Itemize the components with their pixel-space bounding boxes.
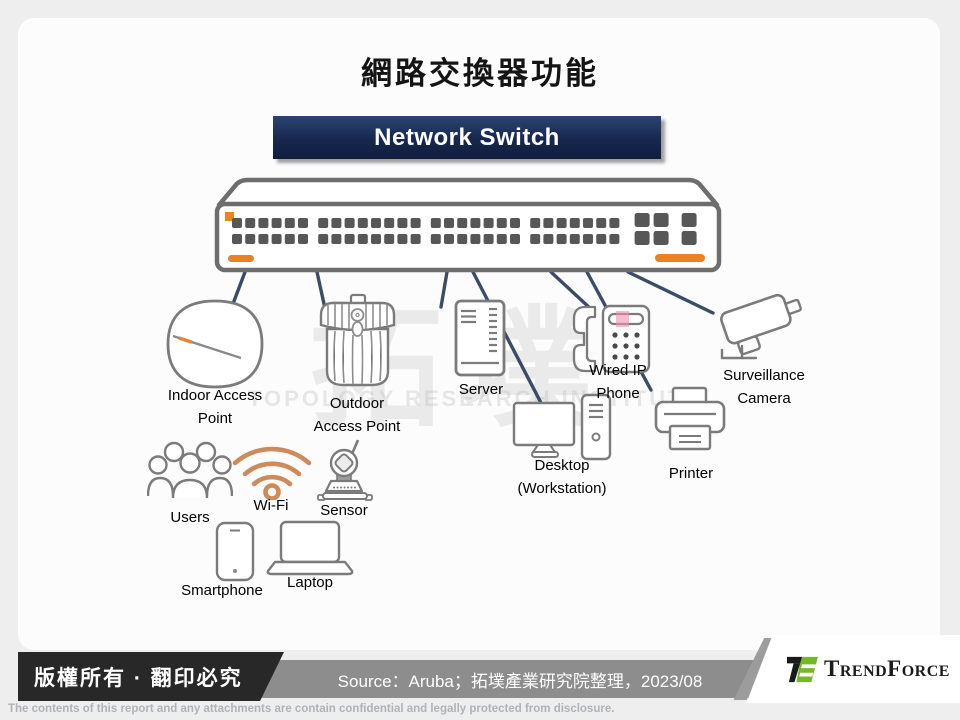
disclaimer-text: The contents of this report and any atta… (8, 703, 615, 715)
users-icon (147, 441, 233, 499)
label-laptop: Laptop (287, 574, 333, 591)
trendforce-logo-text: TrendForce (824, 656, 950, 681)
copyright-ribbon: 版權所有 · 翻印必究 (18, 652, 284, 701)
desktop-workstation-icon (512, 393, 612, 461)
trendforce-logo-icon (787, 656, 818, 683)
label-desktop-workstation: Desktop (Workstation) (517, 457, 607, 497)
wifi-icon (232, 446, 312, 500)
label-outdoor-access-point: Outdoor Access Point (313, 395, 401, 435)
label-sensor: Sensor (320, 502, 368, 519)
label-server: Server (458, 381, 504, 398)
label-wifi: Wi-Fi (253, 497, 289, 514)
label-indoor-access-point: Indoor Access Point (167, 387, 263, 427)
sensor-icon (317, 439, 373, 501)
label-printer: Printer (668, 465, 714, 482)
link-ip-phone (549, 270, 594, 312)
server-icon (454, 299, 506, 377)
source-bar: Source：Aruba；拓墣產業研究院整理，2023/08 (238, 660, 802, 698)
copyright-text: 版權所有 · 翻印必究 (34, 666, 243, 690)
watermark-en: TOPOLOGY RESEARCH INSTITUTE (248, 386, 703, 411)
laptop-icon (266, 520, 354, 576)
link-desktop (471, 270, 554, 426)
label-surveillance-camera: Surveillance Camera (723, 367, 805, 407)
link-camera (626, 270, 715, 315)
smartphone-icon (215, 521, 255, 582)
switch-ports (232, 213, 697, 245)
trendforce-logo: TrendForce (746, 635, 960, 703)
indoor-access-point-icon (166, 299, 264, 389)
page-title: 網路交換器功能 (361, 56, 599, 91)
printer-icon (654, 386, 726, 451)
label-users: Users (170, 509, 210, 526)
network-switch-label-text: Network Switch (374, 123, 560, 151)
source-text: Source：Aruba；拓墣產業研究院整理，2023/08 (337, 671, 703, 691)
network-switch-icon (214, 177, 722, 273)
label-smartphone: Smartphone (181, 582, 263, 599)
label-wired-ip-phone: Wired IP Phone (589, 362, 647, 402)
surveillance-camera-icon (720, 293, 802, 360)
wired-ip-phone-icon (572, 304, 651, 374)
outdoor-access-point-icon (319, 293, 396, 387)
link-server (439, 270, 449, 309)
network-switch-label: Network Switch (273, 116, 661, 159)
